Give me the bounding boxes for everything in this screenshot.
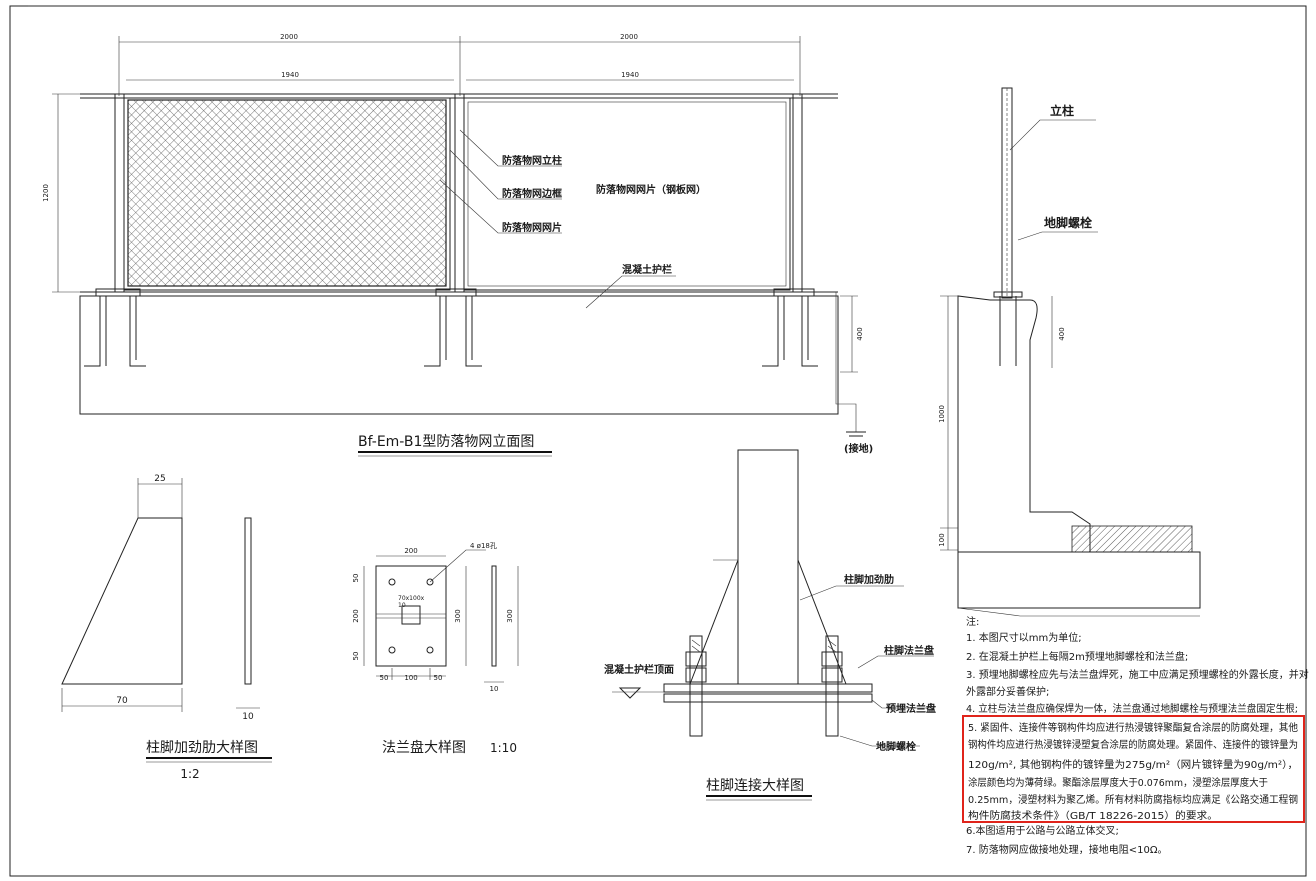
note-5c: 120g/m², 其他钢构件的镀锌量为275g/m²（网片镀锌量为90g/m²）… [968,758,1298,771]
dim-flange-h100: 100 [404,674,417,682]
elevation-view: 2000 2000 1940 1940 1200 [42,33,873,457]
dim-100: 100 [938,533,946,546]
rib-detail: 25 70 10 柱脚加劲肋大样图 1:2 [61,474,272,781]
note-6: 6.本图适用于公路与公路立体交叉; [966,824,1119,837]
label-connection-flange: 柱脚法兰盘 [884,644,934,657]
dim-flange-side10: 10 [490,685,499,693]
note-5e: 0.25mm，浸塑材料为聚乙烯。所有材料防腐指标均应满足《公路交通工程钢 [968,793,1298,806]
mesh-panel [127,99,447,287]
note-7: 7. 防落物网应做接地处理，接地电阻<10Ω。 [966,843,1167,856]
label-panel: 防落物网网片 [502,221,562,234]
dim-1000: 1000 [938,405,946,423]
note-1: 1. 本图尺寸以mm为单位; [966,631,1082,644]
dim-height: 1200 [42,184,50,202]
dim-flange-rect: 70x100x [398,595,425,602]
label-connection-embedded: 预埋法兰盘 [886,702,936,715]
dim-flange-width: 200 [404,547,417,555]
flange-title: 法兰盘大样图 [382,739,466,756]
note-2: 2. 在混凝土护栏上每隔2m预埋地脚螺栓和法兰盘; [966,650,1188,663]
dim-top-span-2: 2000 [620,33,638,41]
note-4: 4. 立柱与法兰盘应确保焊为一体，法兰盘通过地脚螺栓与预埋法兰盘固定生根; [966,702,1298,715]
rib-title: 柱脚加劲肋大样图 [146,740,258,756]
dim-inner-1: 1940 [281,71,299,79]
rib-scale: 1:2 [180,767,199,781]
label-barrier: 混凝土护栏 [622,263,672,276]
notes-block: 注: 1. 本图尺寸以mm为单位; 2. 在混凝土护栏上每隔2m预埋地脚螺栓和法… [962,615,1309,856]
dim-flange-v50a: 50 [352,574,360,583]
label-connection-bolt: 地脚螺栓 [876,740,916,753]
label-post: 防落物网立柱 [502,154,562,167]
dim-flange-mid: 10 [398,602,406,609]
dim-flange-h50b: 50 [434,674,443,682]
dim-flange-v200: 200 [352,609,360,622]
note-5b: 钢构件均应进行热浸镀锌浸塑复合涂层的防腐处理。紧固件、连接件的镀锌量为 [968,738,1298,751]
flange-detail: 200 4 ø18孔 70x100x 10 50 200 50 50 100 5… [352,542,519,756]
dim-top-span-1: 2000 [280,33,298,41]
note-5d: 涂层颜色均为薄荷绿。聚酯涂层厚度大于0.076mm，浸塑涂层厚度大于 [968,776,1268,789]
dim-flange-h50a: 50 [380,674,389,682]
note-5a: 5. 紧固件、连接件等钢构件均应进行热浸镀锌聚酯复合涂层的防腐处理，其他 [968,721,1298,734]
dim-rib-bottom: 70 [116,696,128,706]
dim-flange-v50b: 50 [352,652,360,661]
dim-flange-side300a: 300 [454,609,462,622]
dim-flange-side300b: 300 [506,609,514,622]
dim-rib-top: 25 [154,474,165,484]
label-section-bolt: 地脚螺栓 [1044,215,1092,230]
note-5-highlight [962,715,1305,823]
notes-heading: 注: [966,615,979,628]
label-connection-top: 混凝土护栏顶面 [604,663,674,676]
label-connection-rib: 柱脚加劲肋 [844,573,894,586]
label-ground: (接地) [844,442,873,455]
dim-rib-thick: 10 [242,712,254,722]
section-view: 1000 100 400 立柱 地脚螺栓 [938,87,1201,617]
note-3b: 外露部分妥善保护; [966,685,1049,698]
note-3a: 3. 预埋地脚螺栓应先与法兰盘焊死，施工中应满足预埋螺栓的外露长度，并对 [966,668,1309,681]
dim-400-section: 400 [1058,327,1066,340]
elevation-title: Bf-Em-B1型防落物网立面图 [358,434,534,450]
note-5f: 构件防腐技术条件》（GB/T 18226-2015）的要求。 [968,809,1218,822]
label-frame: 防落物网边框 [502,187,562,200]
connection-detail: 柱脚加劲肋 柱脚法兰盘 混凝土护栏顶面 预埋法兰盘 地脚螺栓 柱脚连接大样图 [604,449,936,801]
connection-title: 柱脚连接大样图 [706,777,804,794]
dim-inner-2: 1940 [621,71,639,79]
flange-scale: 1:10 [490,741,517,755]
label-section-post: 立柱 [1050,103,1074,118]
dim-flange-hole: 4 ø18孔 [470,542,497,550]
dim-base-400: 400 [856,327,864,340]
label-panel-type: 防落物网网片（钢板网） [596,183,706,196]
